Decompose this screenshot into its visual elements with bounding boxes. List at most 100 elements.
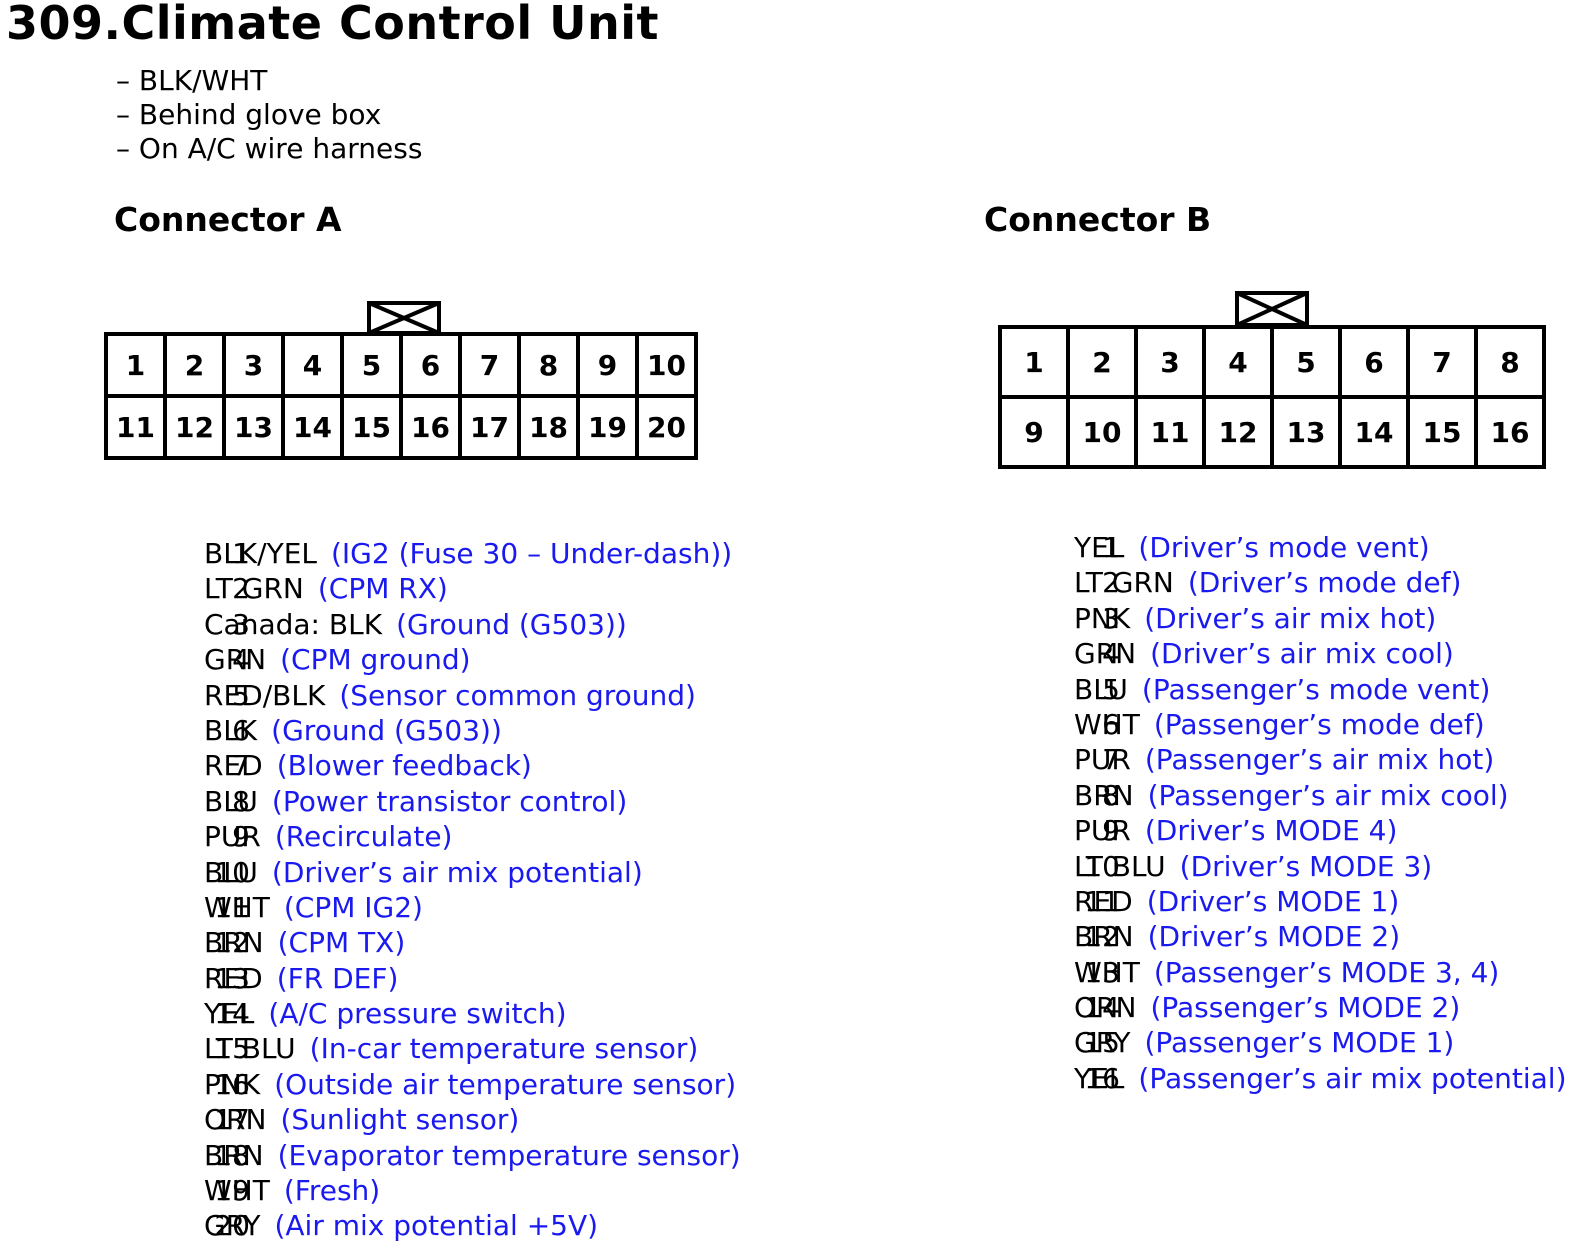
location-notes: – BLK/WHT – Behind glove box – On A/C wi…	[116, 64, 422, 166]
pin-number: 2	[1102, 566, 1120, 600]
connector-a-pin-row: 7RED(Blower feedback)	[170, 748, 741, 783]
pin-number: 11	[214, 890, 250, 924]
pin-number: 3	[1102, 601, 1120, 635]
pin-description: (Ground (G503))	[396, 607, 627, 641]
connector-a-pin-row: 4GRN (CPM ground)	[170, 642, 741, 677]
connector-a-pin-row: 2LT GRN(CPM RX)	[170, 571, 741, 606]
connector-a-pin-14: 14	[285, 398, 340, 456]
connector-a-pin-row: 6BLK(Ground (G503))	[170, 713, 741, 748]
wire-color: PUR	[204, 820, 261, 854]
connector-b-pin-row: 8BRN(Passenger’s air mix cool)	[1040, 778, 1567, 813]
pin-number: 12	[214, 926, 250, 960]
connector-b-pin-row: 16YEL(Passenger’s air mix potential)	[1040, 1061, 1567, 1096]
connector-b-pin-15: 15	[1410, 399, 1474, 465]
pin-description: (Passenger’s MODE 2)	[1150, 991, 1461, 1025]
connector-b-pin-row: 6WHT (Passenger’s mode def)	[1040, 707, 1567, 742]
connector-a-pin-1: 1	[108, 336, 163, 394]
pin-description: (Outside air temperature sensor)	[274, 1067, 737, 1101]
pin-description: (Sensor common ground)	[339, 678, 696, 712]
wire-color: GRN	[204, 643, 267, 677]
wire-color: YEL	[1074, 1061, 1125, 1095]
pin-number: 11	[1084, 884, 1120, 918]
pin-number: 8	[232, 784, 250, 818]
pin-number: 6	[1102, 707, 1120, 741]
wire-color: RED	[1074, 884, 1133, 918]
pin-description: (Passenger’s air mix hot)	[1144, 743, 1495, 777]
connector-b-pin-3: 3	[1138, 329, 1202, 395]
connector-a-pin-9: 9	[580, 336, 635, 394]
connector-a-pin-3: 3	[226, 336, 281, 394]
pin-number: 17	[214, 1103, 250, 1137]
wire-color: GRN	[1074, 637, 1137, 671]
pin-description: (Driver’s mode vent)	[1138, 531, 1430, 564]
connector-b-pin-row: 12BRN(Driver’s MODE 2)	[1040, 919, 1567, 954]
pin-description: (Driver’s air mix cool)	[1150, 637, 1454, 671]
pin-description: (Passenger’s mode def)	[1153, 707, 1485, 741]
pin-number: 13	[1084, 955, 1120, 989]
wire-color: LT GRN	[204, 572, 304, 606]
connector-a-latch-icon	[367, 301, 441, 335]
connector-a-pin-15: 15	[344, 398, 399, 456]
pin-description: (CPM ground)	[280, 643, 471, 677]
pin-description: (A/C pressure switch)	[268, 997, 567, 1031]
connector-b-pin-row: 1YEL(Driver’s mode vent)	[1040, 530, 1567, 565]
pin-number: 1	[232, 537, 250, 570]
connector-a-pin-11: 11	[108, 398, 163, 456]
wire-color: PUR	[1074, 743, 1131, 777]
connector-b-latch-icon	[1235, 291, 1309, 327]
pin-description: (Blower feedback)	[276, 749, 532, 783]
wire-color: RED	[204, 961, 263, 995]
pin-number: 18	[214, 1138, 250, 1172]
connector-b-pin-list: 1YEL(Driver’s mode vent)2LT GRN(Driver’s…	[1040, 530, 1567, 1096]
wire-color: WHT	[204, 1174, 270, 1208]
wire-color: WHT	[1074, 955, 1140, 989]
pin-description: (IG2 (Fuse 30 – Under-dash))	[331, 537, 733, 570]
wire-color: BLK	[204, 713, 258, 747]
pin-description: (Recirculate)	[274, 820, 453, 854]
connector-b-pin-16: 16	[1478, 399, 1542, 465]
connector-a-pin-12: 12	[167, 398, 222, 456]
pin-number: 2	[232, 572, 250, 606]
connector-b-pin-row: 4GRN(Driver’s air mix cool)	[1040, 636, 1567, 671]
note-location: – Behind glove box	[116, 98, 382, 131]
pin-number: 5	[1102, 672, 1120, 706]
pin-number: 4	[232, 643, 250, 677]
connector-b-pin-row: 14ORN(Passenger’s MODE 2)	[1040, 990, 1567, 1025]
pin-description: (Power transistor control)	[271, 784, 628, 818]
connector-a-pin-13: 13	[226, 398, 281, 456]
pin-number: 14	[214, 997, 250, 1031]
pin-number: 10	[214, 855, 250, 889]
wire-color: YEL	[204, 997, 255, 1031]
pin-number: 16	[214, 1067, 250, 1101]
wire-color: WHT	[1074, 707, 1140, 741]
pin-description: (CPM TX)	[277, 926, 406, 960]
connector-b-pin-row: 5BLU(Passenger’s mode vent)	[1040, 672, 1567, 707]
connector-a-pin-row: 8BLU(Power transistor control)	[170, 784, 741, 819]
pin-number: 8	[1102, 778, 1120, 812]
note-harness: – On A/C wire harness	[116, 132, 423, 165]
connector-b-pin-4: 4	[1206, 329, 1270, 395]
wire-color: BRN	[204, 926, 264, 960]
connector-a-pin-row: 15LT BLU(In-car temperature sensor)	[170, 1031, 741, 1066]
page-title: 309.Climate Control Unit	[6, 0, 659, 50]
connector-a-pin-row: 16PNK (Outside air temperature sensor)	[170, 1067, 741, 1102]
wire-color: LT GRN	[1074, 566, 1174, 600]
pin-number: 15	[1084, 1026, 1120, 1060]
pin-number: 10	[1084, 849, 1120, 883]
connector-a-title: Connector A	[114, 200, 342, 239]
wire-color: PNK	[204, 1067, 261, 1101]
connector-b-pin-6: 6	[1342, 329, 1406, 395]
wire-color: GRY	[204, 1209, 261, 1243]
pin-description: (FR DEF)	[276, 961, 399, 995]
pin-description: (Air mix potential +5V)	[274, 1209, 599, 1243]
wire-color: BLK/YEL	[204, 537, 317, 570]
wire-color: BRN	[1074, 920, 1134, 954]
connector-a-pin-row: 18BRN(Evaporator temperature sensor)	[170, 1138, 741, 1173]
note-wire-color: – BLK/WHT	[116, 64, 268, 97]
pin-number: 1	[1102, 531, 1120, 564]
connector-a-pin-4: 4	[285, 336, 340, 394]
connector-a-pin-row: 9PUR(Recirculate)	[170, 819, 741, 854]
connector-b-pin-row: 3PNK(Driver’s air mix hot)	[1040, 601, 1567, 636]
